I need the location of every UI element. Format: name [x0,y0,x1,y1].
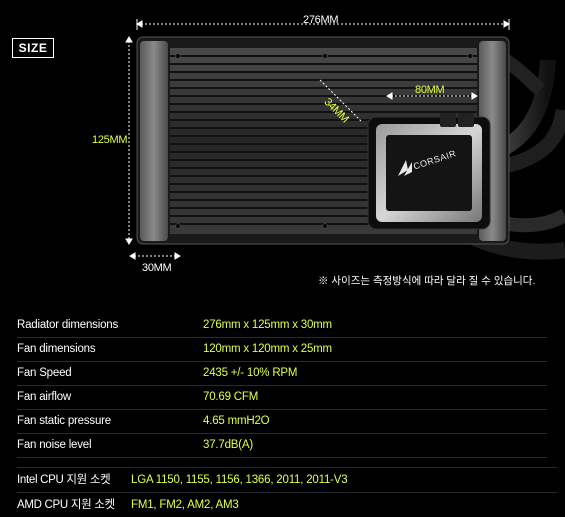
dim-pump-width-label: 80MM [415,84,445,96]
dim-height-label: 125MM [92,134,128,146]
radiator-tank-left [140,41,168,241]
spec-value: 276mm x 125mm x 30mm [203,319,332,331]
spec-row: Fan dimensions 120mm x 120mm x 25mm [17,338,547,362]
spec-row: Fan Speed 2435 +/- 10% RPM [17,362,547,386]
dim-thickness-label: 30MM [142,262,172,274]
hose-radiator [501,54,545,95]
spec-key: Fan dimensions [17,343,96,355]
spec-key: Fan noise level [17,439,92,451]
socket-key: Intel CPU 지원 소켓 [17,474,111,486]
socket-value: LGA 1150, 1155, 1156, 1366, 2011, 2011-V… [131,474,348,486]
spec-value: 70.69 CFM [203,391,259,403]
socket-row: Intel CPU 지원 소켓 LGA 1150, 1155, 1156, 13… [17,467,557,492]
spec-key: Fan Speed [17,367,72,379]
size-disclaimer-note: ※ 사이즈는 측정방식에 따라 달라 질 수 있습니다. [318,275,536,287]
spec-row: Radiator dimensions 276mm x 125mm x 30mm [17,314,547,338]
spec-key: Fan static pressure [17,415,111,427]
socket-table: Intel CPU 지원 소켓 LGA 1150, 1155, 1156, 13… [17,467,557,517]
spec-key: Fan airflow [17,391,72,403]
socket-row: AMD CPU 지원 소켓 FM1, FM2, AM2, AM3 [17,492,557,517]
spec-key: Radiator dimensions [17,319,119,331]
pump-panel [386,135,472,211]
spec-row: Fan airflow 70.69 CFM [17,386,547,410]
spec-table: Radiator dimensions 276mm x 125mm x 30mm… [17,314,547,458]
spec-value: 37.7dB(A) [203,439,253,451]
corsair-sail-logo-icon [398,160,412,176]
size-badge: SIZE [12,38,54,58]
spec-value: 120mm x 120mm x 25mm [203,343,332,355]
spec-value: 2435 +/- 10% RPM [203,367,298,379]
dim-width-label: 276MM [303,14,339,26]
product-image [125,19,565,260]
spec-row: Fan static pressure 4.65 mmH2O [17,410,547,434]
socket-value: FM1, FM2, AM2, AM3 [131,499,239,511]
socket-key: AMD CPU 지원 소켓 [17,499,115,511]
spec-row: Fan noise level 37.7dB(A) [17,434,547,458]
spec-value: 4.65 mmH2O [203,415,270,427]
